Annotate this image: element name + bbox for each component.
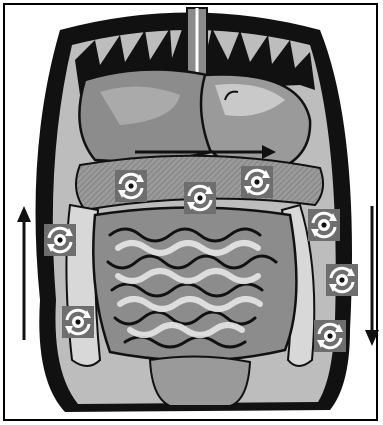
descending-flow-arrow (365, 206, 379, 346)
motility-marker-icon (44, 224, 76, 256)
motility-marker-icon (115, 170, 147, 202)
rectum (150, 356, 250, 406)
motility-marker-icon (184, 182, 216, 214)
small-intestine (93, 208, 296, 361)
motility-marker-icon (308, 209, 340, 241)
motility-marker-icon (62, 306, 94, 338)
motility-marker-icon (314, 320, 346, 352)
ascending-flow-arrow (17, 206, 31, 340)
motility-marker-icon (241, 166, 273, 198)
motility-marker-icon (326, 264, 358, 296)
